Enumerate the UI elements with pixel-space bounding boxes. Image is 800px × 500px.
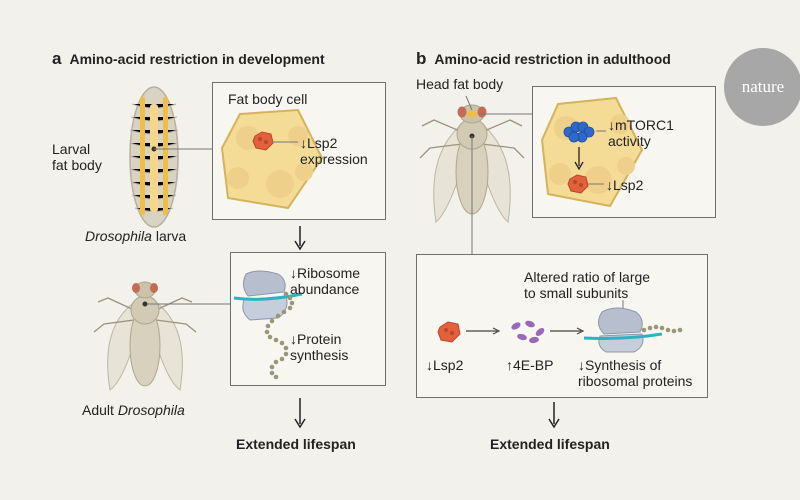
extended-lifespan-a: Extended lifespan: [236, 436, 356, 452]
lsp2-protein-icon: [252, 131, 274, 151]
adult-caption-prefix: Adult: [82, 402, 118, 418]
lsp2-bottom-label: ↓Lsp2: [426, 357, 464, 373]
larval-fat-body-label: Larval fat body: [52, 141, 102, 173]
adult-drosophila-illustration: [93, 281, 197, 391]
panel-a-letter: a: [52, 49, 62, 68]
ribosome-translation-illustration: [233, 270, 303, 380]
mtorc1-activity-label: ↓mTORC1 activity: [608, 117, 674, 149]
four-e-bp-icon: [511, 320, 545, 344]
larva-caption-stage: larva: [151, 228, 187, 244]
ribosome-pathway-box: [416, 254, 708, 398]
lsp2-label-b: ↓Lsp2: [606, 177, 644, 193]
mtorc1-complex-icon: [563, 121, 595, 143]
larva-caption: Drosophila larva: [85, 228, 186, 244]
lsp2-protein-icon-b: [567, 174, 589, 194]
nature-logo: nature: [724, 48, 800, 126]
altered-ratio-label: Altered ratio of large to small subunits: [524, 269, 651, 301]
panel-b-title-text: Amino-acid restriction in adulthood: [434, 51, 671, 67]
fat-body-cell-title: Fat body cell: [228, 91, 308, 107]
panel-a-title-text: Amino-acid restriction in development: [69, 51, 325, 67]
extended-lifespan-b: Extended lifespan: [490, 436, 610, 452]
larva-caption-species: Drosophila: [85, 228, 152, 244]
panel-b-title: b Amino-acid restriction in adulthood: [416, 49, 671, 69]
four-e-bp-label: ↑4E-BP: [506, 357, 554, 373]
synthesis-ribosomal-proteins-label: ↓Synthesis of ribosomal proteins: [578, 357, 693, 389]
lsp2-expression-label: ↓Lsp2 expression: [300, 135, 368, 167]
ribosome-illustration-b: [583, 307, 683, 353]
lsp2-protein-icon-c: [437, 321, 461, 343]
head-fat-body-label: Head fat body: [416, 76, 504, 92]
drosophila-larva-illustration: [129, 86, 179, 228]
protein-synthesis-label: ↓Protein synthesis: [290, 331, 349, 363]
ribosome-abundance-label: ↓Ribosome abundance: [290, 265, 361, 297]
panel-b-letter: b: [416, 49, 427, 68]
adult-caption: Adult Drosophila: [82, 402, 185, 418]
adult-caption-species: Drosophila: [117, 402, 185, 418]
fat-body-cell-illustration: [220, 108, 324, 210]
panel-a-title: a Amino-acid restriction in development: [52, 49, 325, 69]
